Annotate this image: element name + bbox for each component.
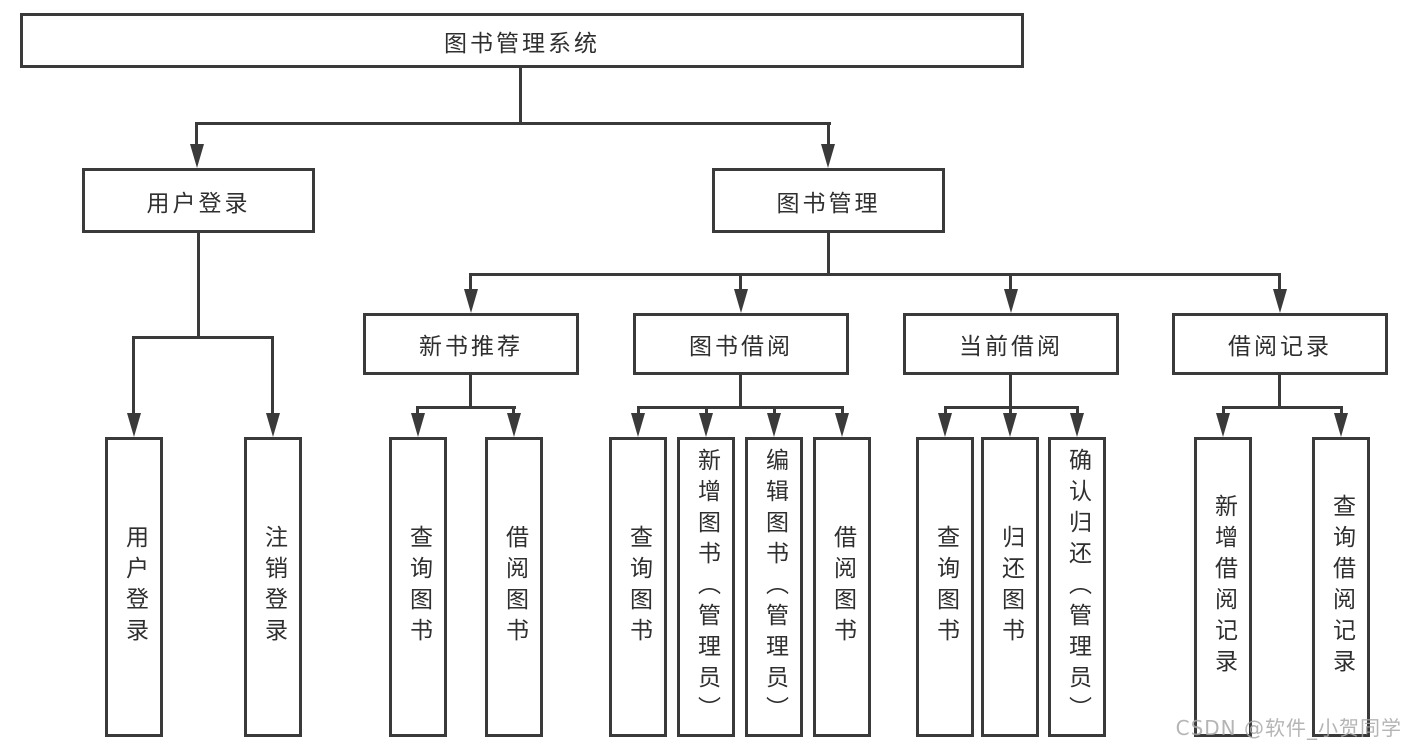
connector-user-login-rail [132,336,274,339]
leaf-logout: 注销登录 [244,437,302,737]
arrow-down-icon [1070,413,1084,437]
arrow-down-icon [507,413,521,437]
arrow-down-icon [464,289,478,313]
connector-root-drop [519,68,522,124]
leaf-user-login: 用户登录 [105,437,163,737]
connector-stem-current-borrow [1009,273,1012,290]
connector-stem [1222,406,1225,414]
connector-stem [637,406,640,414]
leaf-add-borrow-record: 新增借阅记录 [1194,437,1252,737]
connector-stem [841,406,844,414]
node-current-borrow: 当前借阅 [903,313,1119,375]
arrow-down-icon [1334,413,1348,437]
leaf-query-books-current: 查询图书 [916,437,974,737]
node-borrow-records: 借阅记录 [1172,313,1388,375]
connector-stem [1076,406,1079,414]
connector-stem [705,406,708,414]
connector-new-book-rec-drop [469,375,472,409]
arrow-down-icon [767,413,781,437]
connector-borrow-records-rail [1222,406,1343,409]
connector-borrow-records-drop [1278,375,1281,409]
arrow-down-icon [1216,413,1230,437]
connector-new-book-rec-rail [416,406,516,409]
connector-stem [1340,406,1343,414]
connector-stem-user-login [195,122,198,146]
connector-user-login-drop [197,233,200,336]
leaf-return-books: 归还图书 [981,437,1039,737]
leaf-borrow-books-borrow: 借阅图书 [813,437,871,737]
arrow-down-icon [821,144,835,168]
leaf-edit-books-admin: 编辑图书（管理员） [745,437,803,737]
arrow-down-icon [734,289,748,313]
arrow-down-icon [190,144,204,168]
arrow-down-icon [631,413,645,437]
connector-book-mgmt-drop [827,233,830,273]
arrow-down-icon [266,413,280,437]
node-book-mgmt: 图书管理 [712,168,945,233]
connector-stem-borrow-records [1278,273,1281,290]
node-book-borrow: 图书借阅 [633,313,849,375]
connector-current-borrow-drop [1009,375,1012,409]
connector-level2-rail [197,122,831,125]
arrow-down-icon [411,413,425,437]
leaf-confirm-return-admin: 确认归还（管理员） [1048,437,1106,737]
arrow-down-icon [938,413,952,437]
leaf-borrow-books-rec: 借阅图书 [485,437,543,737]
connector-book-borrow-drop [739,375,742,409]
arrow-down-icon [699,413,713,437]
connector-book-borrow-rail [637,406,844,409]
connector-level3-rail [469,273,1281,276]
node-root: 图书管理系统 [20,13,1024,68]
connector-stem-leaf-logout [271,336,274,414]
leaf-query-borrow-record: 查询借阅记录 [1312,437,1370,737]
node-new-book-rec: 新书推荐 [363,313,579,375]
arrow-down-icon [1004,289,1018,313]
arrow-down-icon [835,413,849,437]
connector-stem [944,406,947,414]
connector-stem-leaf-user-login [132,336,135,414]
leaf-query-books-rec: 查询图书 [389,437,447,737]
connector-stem-new-book-rec [469,273,472,290]
connector-stem-book-mgmt [827,122,830,146]
connector-stem [512,406,515,414]
connector-stem [416,406,419,414]
arrow-down-icon [1273,289,1287,313]
leaf-query-books-borrow: 查询图书 [609,437,667,737]
connector-stem [773,406,776,414]
connector-stem-book-borrow [739,273,742,290]
watermark: CSDN @软件_小贺同学 [1175,716,1402,740]
arrow-down-icon [127,413,141,437]
leaf-add-books-admin: 新增图书（管理员） [677,437,735,737]
node-user-login: 用户登录 [82,168,315,233]
arrow-down-icon [1003,413,1017,437]
connector-stem [1009,406,1012,414]
